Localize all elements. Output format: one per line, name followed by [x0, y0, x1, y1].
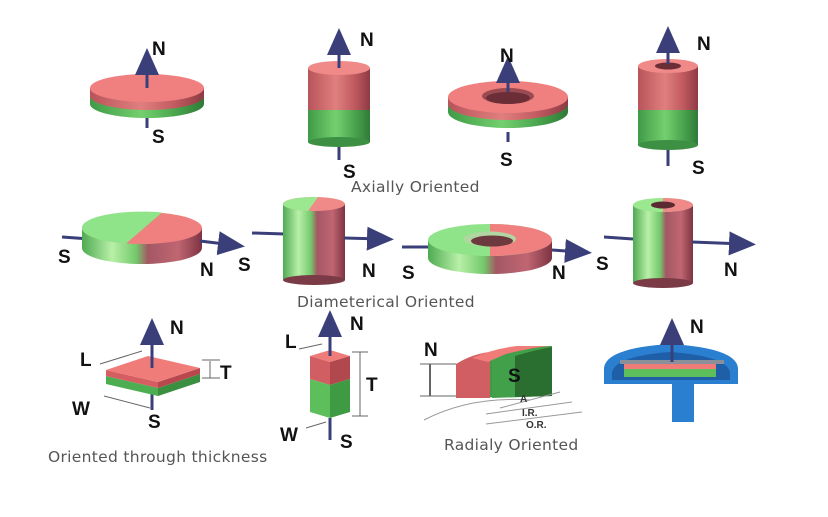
- length-label: L: [285, 332, 297, 353]
- south-label: S: [343, 162, 356, 183]
- length-label: L: [80, 350, 92, 371]
- south-label: S: [58, 247, 71, 268]
- north-label: N: [362, 261, 376, 282]
- thickness-block-magnet: L T W N S: [72, 318, 232, 433]
- inner-radius-label: I.R.: [522, 408, 538, 419]
- outer-radius-label: O.R.: [526, 420, 547, 431]
- diametrical-caption: Diameterical Oriented: [297, 293, 475, 311]
- diametrical-tube-magnet: S N: [596, 198, 756, 288]
- south-label: S: [402, 263, 415, 284]
- south-label: S: [340, 432, 353, 453]
- thickness-caption: Oriented through thickness: [48, 448, 267, 466]
- north-label: N: [697, 34, 711, 55]
- width-label: W: [72, 399, 90, 420]
- thickness-bar-magnet: L T W N S: [280, 310, 378, 453]
- south-label: S: [508, 366, 521, 387]
- diametrical-ring-magnet: S N: [402, 224, 592, 284]
- axial-disc-magnet: N S: [90, 39, 204, 148]
- north-label: N: [690, 317, 704, 338]
- north-label: N: [350, 314, 364, 335]
- diametrical-disc-magnet: S N: [58, 211, 245, 281]
- south-label: S: [148, 412, 161, 433]
- thickness-label: T: [366, 375, 378, 396]
- north-label: N: [500, 46, 514, 67]
- south-label: S: [152, 127, 165, 148]
- south-label: S: [238, 255, 251, 276]
- north-label: N: [552, 263, 566, 284]
- south-label: S: [596, 254, 609, 275]
- south-label: S: [692, 158, 705, 179]
- width-label: W: [280, 425, 298, 446]
- south-label: S: [500, 150, 513, 171]
- thickness-label: T: [220, 363, 232, 384]
- axial-cylinder-magnet: N S: [308, 28, 374, 183]
- north-label: N: [170, 318, 184, 339]
- diametrical-cylinder-magnet: S N: [238, 196, 394, 285]
- axial-ring-magnet: N S: [448, 46, 568, 171]
- axial-tube-magnet: N S: [638, 26, 711, 179]
- north-label: N: [360, 30, 374, 51]
- north-label: N: [724, 260, 738, 281]
- north-label: N: [200, 260, 214, 281]
- radial-caption: Radialy Oriented: [444, 436, 578, 454]
- north-label: N: [152, 39, 166, 60]
- arc-label: A: [520, 394, 527, 405]
- radial-arc-magnet: N S A I.R. O.R.: [420, 340, 583, 431]
- pot-magnet-assembly: N: [604, 317, 738, 422]
- axial-caption: Axially Oriented: [351, 178, 480, 196]
- north-label: N: [424, 340, 438, 361]
